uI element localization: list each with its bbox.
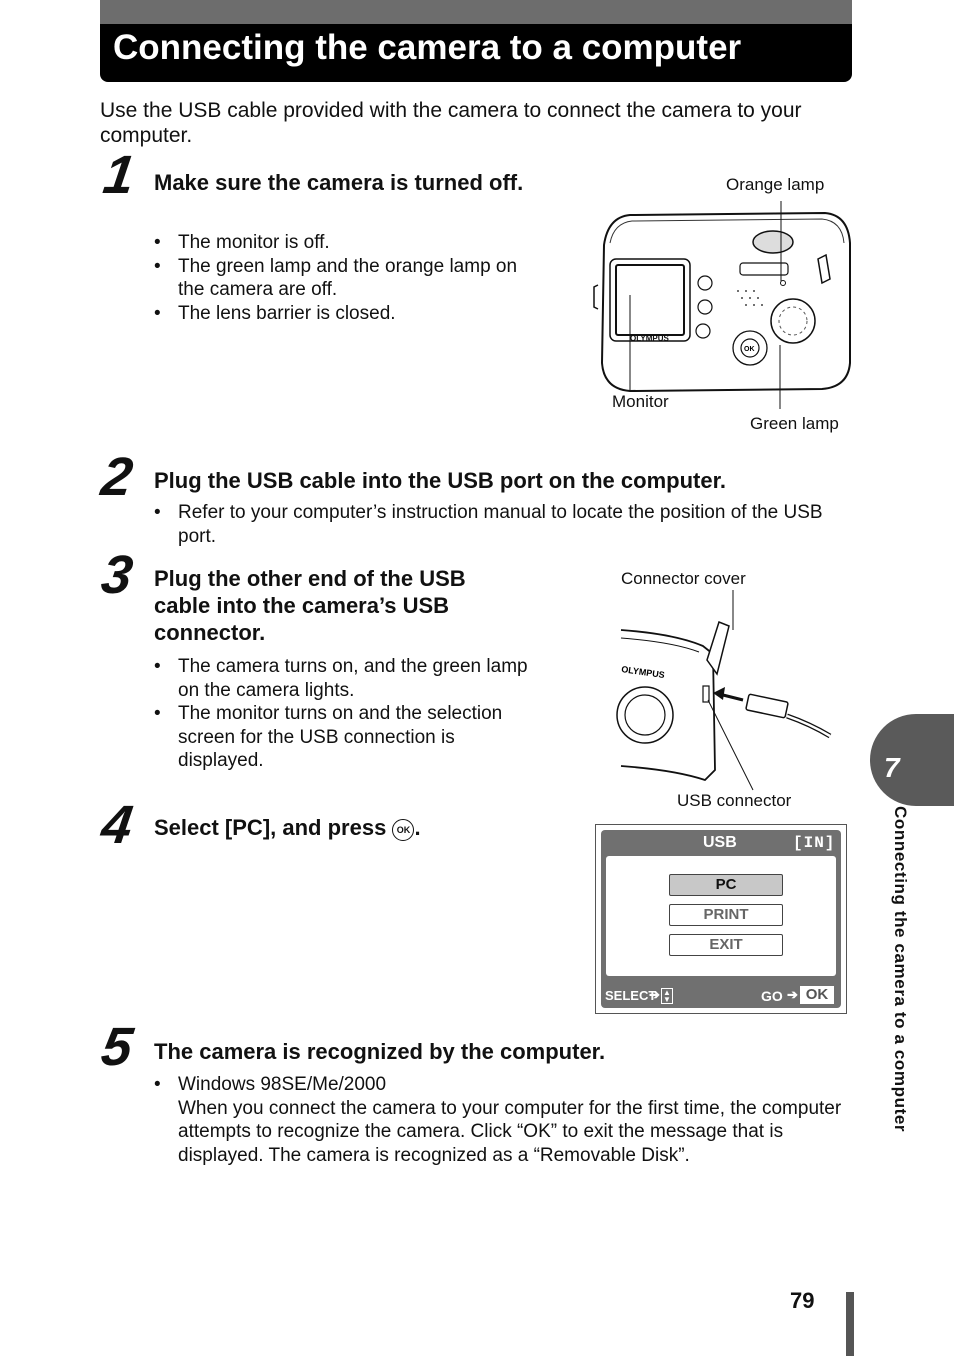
chapter-title-vertical: Connecting the camera to a computer <box>888 806 912 1226</box>
go-hint: GO <box>761 988 783 1004</box>
list-item: The green lamp and the orange lamp on th… <box>154 255 544 302</box>
step-3-bullets: The camera turns on, and the green lamp … <box>154 655 529 773</box>
lcd-frame: USB [IN] PC PRINT EXIT SELECT ➔ ▲▼ GO ➔ … <box>601 830 841 1008</box>
label-green-lamp: Green lamp <box>750 414 839 433</box>
lcd-menu: PC PRINT EXIT <box>606 856 836 976</box>
page-marker-bar <box>846 1292 854 1356</box>
menu-option-print[interactable]: PRINT <box>669 904 783 926</box>
step-2-heading: Plug the USB cable into the USB port on … <box>154 468 727 493</box>
ok-key-icon: OK <box>800 986 834 1004</box>
step-1-bullets: The monitor is off. The green lamp and t… <box>154 231 544 325</box>
list-item: The monitor turns on and the selection s… <box>154 702 529 773</box>
menu-option-exit[interactable]: EXIT <box>669 934 783 956</box>
label-monitor: Monitor <box>612 392 669 411</box>
lcd-header: USB [IN] <box>601 830 841 854</box>
ok-button-icon: OK <box>392 819 415 841</box>
list-item: The camera turns on, and the green lamp … <box>154 655 529 702</box>
camera-back-illustration: OLYMPUS OK <box>593 201 851 409</box>
list-item: The lens barrier is closed. <box>154 302 544 326</box>
step-1-number: 1 <box>99 145 139 205</box>
menu-option-pc[interactable]: PC <box>669 874 783 896</box>
label-connector-cover: Connector cover <box>621 569 746 588</box>
step-4-heading-text: Select [PC], and press <box>154 815 387 840</box>
list-item: The monitor is off. <box>154 231 544 255</box>
select-hint: SELECT <box>605 988 657 1003</box>
title-bar: Connecting the camera to a computer <box>100 0 852 82</box>
step-5-bullets: Windows 98SE/Me/2000 When you connect th… <box>154 1073 854 1167</box>
step-3-number: 3 <box>97 545 137 605</box>
svg-text:OK: OK <box>744 346 755 353</box>
usb-selection-screen: USB [IN] PC PRINT EXIT SELECT ➔ ▲▼ GO ➔ … <box>595 824 847 1014</box>
title-band <box>100 0 852 24</box>
usb-connection-illustration: OLYMPUS <box>616 590 832 791</box>
camera-brand: OLYMPUS <box>630 334 669 343</box>
lcd-title: USB <box>703 834 737 851</box>
chapter-tab: 7 <box>870 714 954 806</box>
label-orange-lamp: Orange lamp <box>726 175 825 194</box>
list-item: Windows 98SE/Me/2000 When you connect th… <box>154 1073 854 1167</box>
up-down-icon: ▲▼ <box>661 988 673 1004</box>
lcd-footer: SELECT ➔ ▲▼ GO ➔ OK <box>601 984 841 1008</box>
page-number: 79 <box>790 1288 815 1313</box>
step-5-heading: The camera is recognized by the computer… <box>154 1039 606 1064</box>
label-usb-connector: USB connector <box>677 791 792 810</box>
page-title: Connecting the camera to a computer <box>113 28 742 67</box>
chapter-title-text: Connecting the camera to a computer <box>891 806 910 1133</box>
intro-text: Use the USB cable provided with the came… <box>100 99 802 147</box>
step-2-number: 2 <box>97 447 137 507</box>
bullet-body: When you connect the camera to your comp… <box>178 1097 842 1166</box>
step-4-heading-end: . <box>414 815 421 840</box>
step-3-heading: Plug the other end of the USB cable into… <box>154 566 466 645</box>
chapter-number: 7 <box>884 752 900 783</box>
arrow-right-icon: ➔ <box>787 987 798 1002</box>
arrow-right-icon: ➔ <box>649 987 660 1002</box>
step-2-bullets: Refer to your computer’s instruction man… <box>154 501 844 548</box>
step-1-heading: Make sure the camera is turned off. <box>154 170 524 195</box>
list-item: Refer to your computer’s instruction man… <box>154 501 844 548</box>
bullet-title: Windows 98SE/Me/2000 <box>178 1074 387 1095</box>
step-4-number: 4 <box>97 795 137 855</box>
step-4-heading: Select [PC], and press OK. <box>154 814 554 841</box>
step-5-number: 5 <box>97 1017 137 1077</box>
memory-indicator: [IN] <box>793 834 836 852</box>
